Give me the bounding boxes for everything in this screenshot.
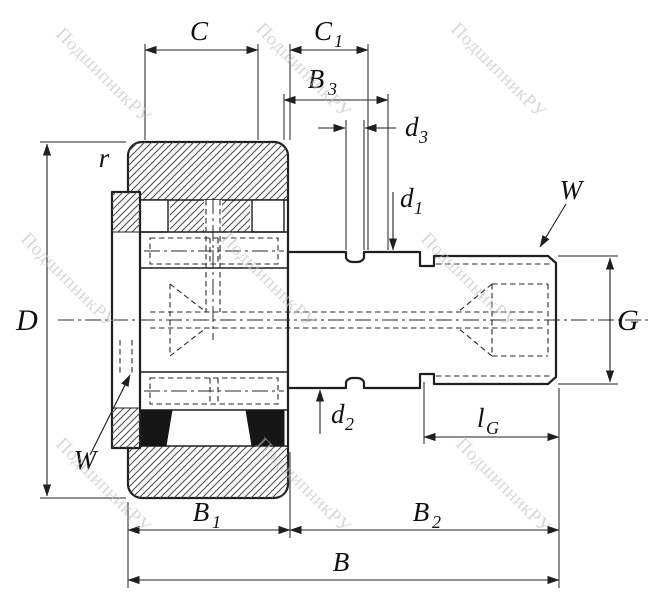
label-d2: d — [331, 399, 345, 429]
label-B: B — [333, 547, 350, 577]
label-W-right: W — [560, 175, 585, 205]
dimension-labels: C C 1 B 3 d 3 d 1 W r D G d 2 W l G B 1 … — [15, 16, 639, 577]
needle-rollers — [144, 237, 284, 405]
leader-W-left — [89, 374, 131, 456]
watermark-text: ПодшипникРУ — [451, 434, 555, 538]
label-C1: C — [314, 16, 333, 46]
label-lG: l — [477, 403, 485, 433]
label-B3: B — [308, 64, 325, 94]
label-B2-sub: 2 — [432, 512, 441, 532]
label-B2: B — [413, 497, 430, 527]
side-washer-left — [139, 199, 169, 233]
label-d2-sub: 2 — [345, 414, 354, 434]
label-W-left: W — [74, 445, 99, 475]
label-B1: B — [193, 497, 210, 527]
centerlines — [58, 198, 648, 340]
label-d3: d — [405, 112, 419, 142]
extension-lines — [40, 44, 618, 588]
seal-right — [245, 409, 285, 447]
leader-W-right — [539, 203, 567, 248]
watermark-text: ПодшипникРУ — [51, 24, 155, 128]
grease-hole — [204, 200, 222, 232]
seal-left — [139, 409, 173, 447]
label-D: D — [15, 304, 38, 337]
label-B1-sub: 1 — [212, 512, 221, 532]
label-lG-sub: G — [486, 418, 499, 438]
label-d3-sub: 3 — [418, 127, 428, 147]
label-C1-sub: 1 — [334, 31, 343, 51]
label-d1-sub: 1 — [414, 198, 423, 218]
dimension-lines — [42, 45, 615, 585]
side-washer-right — [251, 199, 285, 233]
watermark-text: ПодшипникРУ — [446, 19, 550, 123]
label-r: r — [99, 143, 110, 173]
label-d1: d — [400, 183, 414, 213]
label-C: C — [190, 16, 209, 46]
label-G: G — [617, 304, 639, 337]
label-B3-sub: 3 — [327, 79, 337, 99]
